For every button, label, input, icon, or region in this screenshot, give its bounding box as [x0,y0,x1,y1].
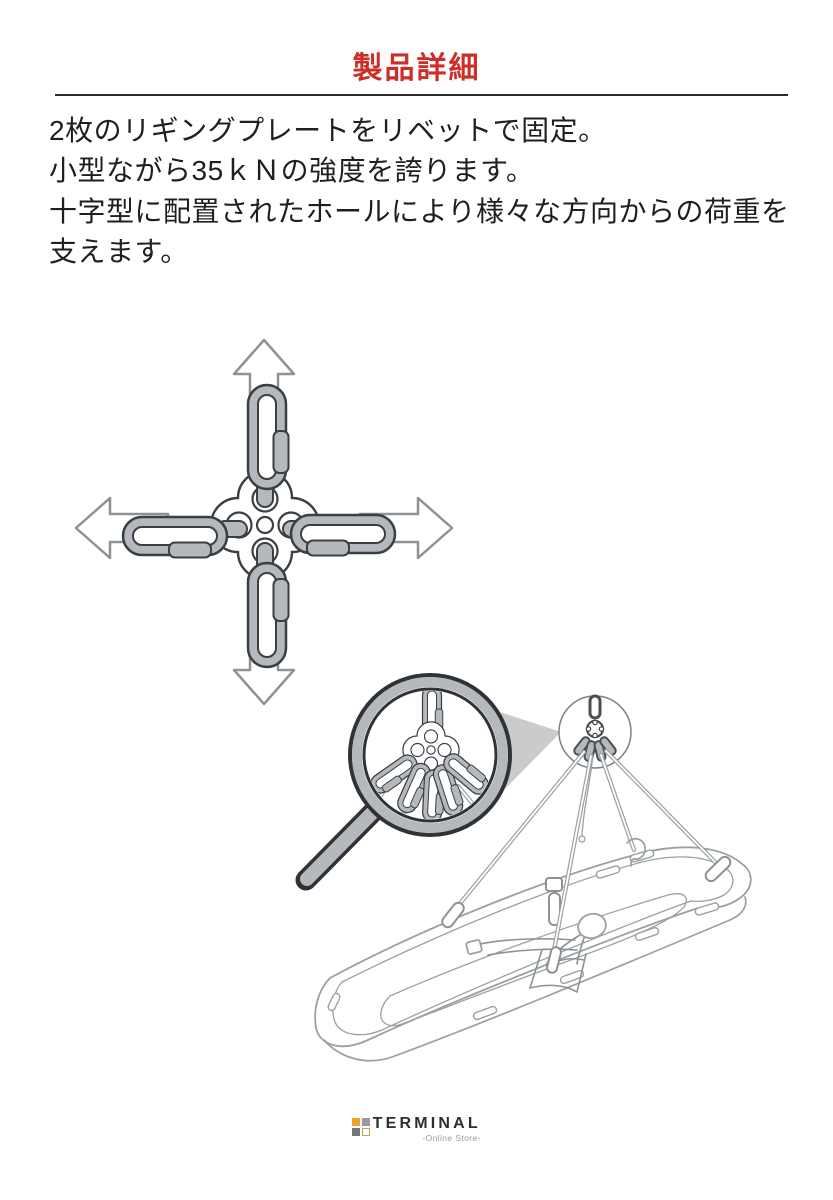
corner-carabiner-left [441,901,465,929]
lifting-slings [450,748,721,953]
magnifier [295,673,512,891]
grid-square [361,1118,370,1126]
carabiner-bottom [246,561,290,669]
slack-strap [581,753,594,837]
attachment-hardware [441,837,732,974]
mini-rigging [573,694,617,762]
carabiner-top [246,383,290,491]
basket-stretcher [314,846,752,1062]
usage-illustration [290,650,833,1080]
carabiner-right [289,513,397,557]
grid-square [361,1127,370,1136]
grid-square [352,1127,361,1136]
corner-carabiner-right [704,855,732,883]
load-directions-svg [74,338,454,706]
description-line: 支えます。 [49,236,189,267]
grid-square [352,1118,361,1126]
terminal-grid-icon [352,1118,370,1136]
product-description: 2枚のリギングプレートをリベットで固定。 小型ながら35ｋＮの強度を誇ります。 … [49,111,793,273]
page-title: 製品詳細 [352,52,481,85]
description-line: 十字型に配置されたホールにより様々な方向からの荷重を [49,195,790,227]
carabiner-left [121,515,229,559]
store-logo: TERMINAL -Online Store- [0,1116,833,1143]
patient-figure [465,912,607,993]
description-line: 小型ながら35ｋＮの強度を誇ります。 [49,155,535,186]
title-underline [55,93,788,96]
load-directions-illustration [60,332,460,710]
patient-hand [465,939,483,955]
store-logo-subtext: -Online Store- [422,1133,481,1143]
description-line: 2枚のリギングプレートをリベットで固定。 [49,114,607,146]
patient-head [577,912,607,940]
callout-wedge [500,712,561,790]
usage-svg [295,673,752,1062]
anchor-callout-circle [558,694,632,769]
harness-carabiner [546,946,562,974]
rail-hook [626,837,646,867]
store-logo-text: TERMINAL [372,1115,481,1132]
